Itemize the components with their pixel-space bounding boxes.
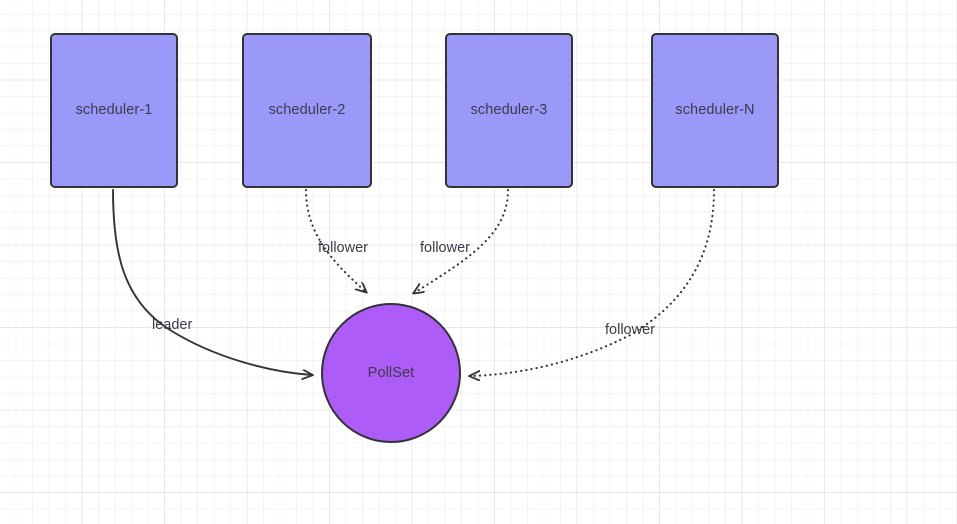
node-scheduler-n[interactable]: scheduler-N — [651, 33, 779, 188]
node-label-scheduler-n: scheduler-N — [675, 102, 755, 119]
node-label-scheduler-3: scheduler-3 — [470, 102, 548, 119]
edge-label-follower-scheduler-3: follower — [420, 240, 470, 256]
node-scheduler-1[interactable]: scheduler-1 — [50, 33, 178, 188]
edge-path-leader — [112, 189, 312, 375]
node-label-scheduler-2: scheduler-2 — [268, 102, 346, 119]
node-label-scheduler-1: scheduler-1 — [75, 102, 153, 119]
edge-label-follower-scheduler-2: follower — [318, 240, 368, 256]
node-scheduler-2[interactable]: scheduler-2 — [242, 33, 372, 188]
edge-label-leader: leader — [152, 317, 193, 333]
node-label-pollset: PollSet — [367, 364, 415, 381]
node-pollset[interactable]: PollSet — [321, 303, 461, 443]
edge-path-follower-n — [470, 188, 716, 376]
node-scheduler-3[interactable]: scheduler-3 — [445, 33, 573, 188]
edge-label-follower-scheduler-n: follower — [605, 322, 655, 338]
